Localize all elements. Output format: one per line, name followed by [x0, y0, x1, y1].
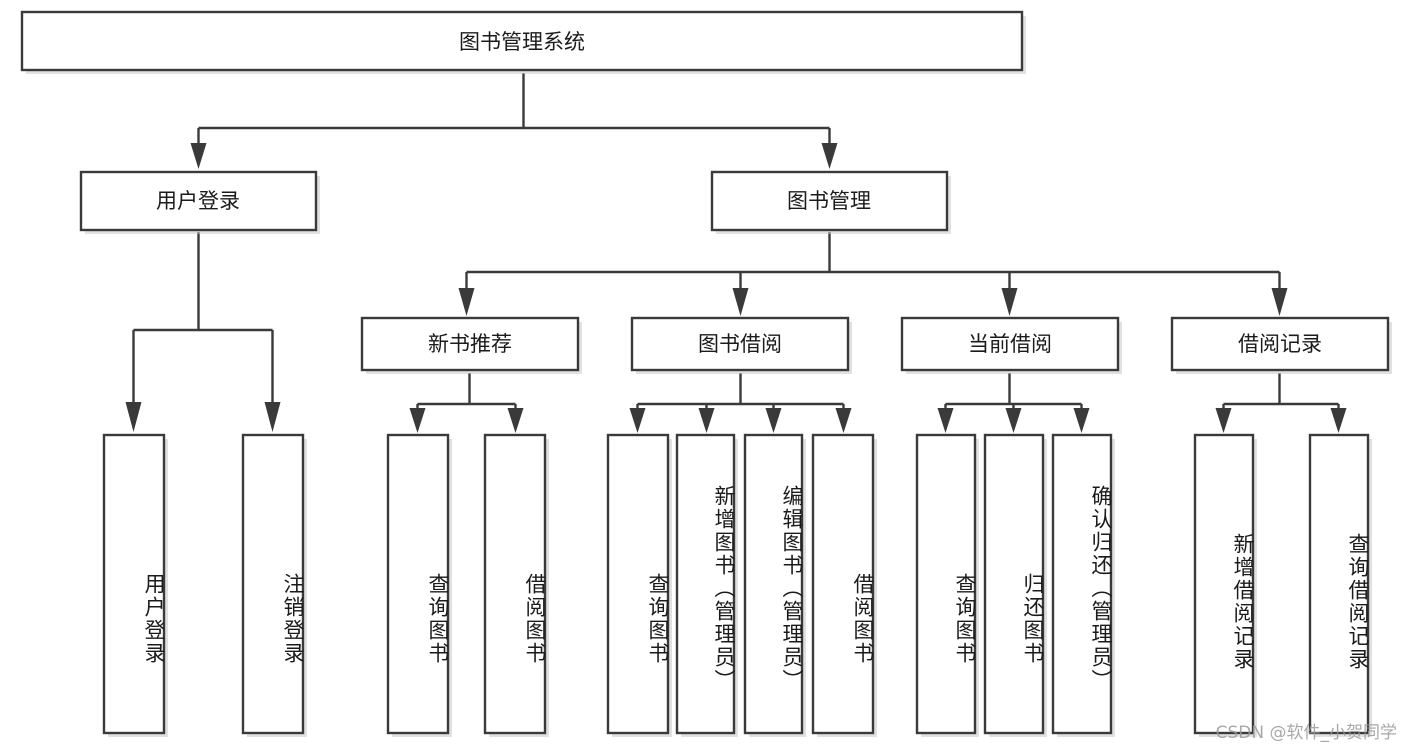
- arrow-borrow-to-leaf3: [765, 408, 782, 433]
- level3-node-borrow-record-box[interactable]: [1170, 316, 1390, 372]
- leaf-box-user-login[interactable]: [102, 433, 166, 735]
- arrow-current-to-leaf1: [937, 408, 954, 433]
- arrow-current-to-leaf3: [1073, 408, 1090, 433]
- arrow-record-to-leaf2: [1330, 408, 1347, 433]
- arrow-login-to-leaf1: [125, 402, 142, 432]
- leaf-box-borrow-query-book[interactable]: [606, 433, 670, 735]
- level3-node-current-borrow-box[interactable]: [900, 316, 1120, 372]
- level3-node-current-borrow-label: 当前借阅: [968, 332, 1052, 356]
- edges-group: [125, 73, 1347, 433]
- leaf-box-logout[interactable]: [241, 433, 305, 735]
- arrow-borrow-to-leaf2: [698, 408, 715, 433]
- leaf-box-new-borrow-book[interactable]: [483, 433, 547, 735]
- arrow-bookmgmt-to-record: [1271, 288, 1288, 316]
- leaf-box-confirm-return-admin[interactable]: [1051, 433, 1113, 735]
- leaf-box-add-borrow-record[interactable]: [1193, 433, 1255, 735]
- arrow-current-to-leaf2: [1005, 408, 1022, 433]
- leaf-box-borrow-book[interactable]: [811, 433, 875, 735]
- arrow-bookmgmt-to-current: [1001, 288, 1018, 316]
- level2-node-user-login-label: 用户登录: [156, 189, 240, 213]
- level3-node-book-borrow-box[interactable]: [630, 316, 850, 372]
- level3-node-book-borrow-label: 图书借阅: [698, 332, 782, 356]
- level2-node-book-management-label: 图书管理: [787, 189, 871, 213]
- leaf-box-add-book-admin[interactable]: [675, 433, 736, 735]
- root-node-label: 图书管理系统: [459, 30, 585, 54]
- level2-node-book-management-box[interactable]: [710, 170, 949, 232]
- arrow-new-to-leaf2: [507, 408, 524, 433]
- level3-node-new-book-label: 新书推荐: [428, 332, 512, 356]
- level3-node-new-book-box[interactable]: [360, 316, 580, 372]
- nodes-group: 图书管理系统 用户登录 图书管理 新书推荐 图书借阅 当前借阅: [20, 10, 1392, 737]
- root-node-box[interactable]: [20, 10, 1024, 72]
- leaf-box-current-query-book[interactable]: [915, 433, 977, 735]
- arrow-root-to-bookmgmt: [821, 143, 838, 169]
- arrow-bookmgmt-to-new: [458, 288, 475, 316]
- level3-node-borrow-record-label: 借阅记录: [1238, 332, 1322, 356]
- arrow-record-to-leaf1: [1215, 408, 1232, 433]
- arrow-borrow-to-leaf4: [835, 408, 852, 433]
- arrow-root-to-login: [190, 143, 207, 169]
- leaf-box-query-borrow-record[interactable]: [1308, 433, 1370, 735]
- arrow-bookmgmt-to-borrow: [732, 288, 749, 316]
- arrow-login-to-leaf2: [264, 402, 281, 432]
- leaf-box-edit-book-admin[interactable]: [743, 433, 804, 735]
- watermark-text: CSDN @软件_小贺同学: [1215, 723, 1397, 743]
- arrow-new-to-leaf1: [409, 408, 426, 433]
- arrow-borrow-to-leaf1: [629, 408, 646, 433]
- leaf-box-new-query-book[interactable]: [386, 433, 450, 735]
- leaf-box-return-book[interactable]: [983, 433, 1045, 735]
- level2-node-user-login-box[interactable]: [79, 170, 318, 232]
